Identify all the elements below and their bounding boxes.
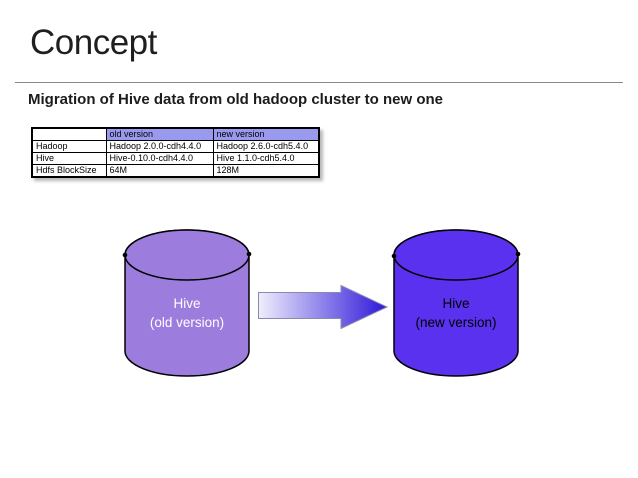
- cylinder-shape-icon: [122, 229, 252, 377]
- row-label: Hadoop: [31, 140, 107, 153]
- row-label: Hive: [31, 152, 107, 165]
- cell-new-value: Hive 1.1.0-cdh5.4.0: [212, 152, 320, 165]
- connector-dot: [391, 253, 397, 259]
- new-cylinder-label-line1: Hive: [442, 296, 470, 311]
- old-cylinder-label: Hive (old version): [123, 294, 251, 332]
- cylinder-shape-icon: [391, 229, 521, 377]
- table-header-old-version: old version: [105, 127, 214, 141]
- table-header-blank: [31, 127, 107, 141]
- cell-old-value: Hive-0.10.0-cdh4.4.0: [105, 152, 214, 165]
- connector-dot: [122, 252, 128, 258]
- title-divider: [15, 82, 623, 83]
- migration-arrow: [258, 284, 389, 330]
- table-row-hive: Hive Hive-0.10.0-cdh4.4.0 Hive 1.1.0-cdh…: [31, 152, 320, 165]
- cell-new-value: 128M: [212, 164, 320, 178]
- cell-old-value: Hadoop 2.0.0-cdh4.4.0: [105, 140, 214, 153]
- table-header-new-version: new version: [212, 127, 320, 141]
- new-cylinder-label-line2: (new version): [415, 315, 497, 330]
- old-cylinder-label-line2: (old version): [149, 315, 225, 330]
- connector-dot: [246, 251, 252, 257]
- row-label: Hdfs BlockSize: [31, 164, 107, 178]
- table-row-hdfs-blocksize: Hdfs BlockSize 64M 128M: [31, 164, 320, 178]
- subtitle: Migration of Hive data from old hadoop c…: [28, 91, 444, 108]
- new-hive-cylinder: Hive (new version): [391, 228, 521, 378]
- new-cylinder-label: Hive (new version): [392, 294, 520, 332]
- old-cylinder-label-line1: Hive: [173, 296, 201, 311]
- page-title: Concept: [30, 23, 157, 62]
- cell-new-value: Hadoop 2.6.0-cdh5.4.0: [212, 140, 320, 153]
- connector-dot: [515, 251, 521, 257]
- version-comparison-table: old version new version Hadoop Hadoop 2.…: [31, 127, 320, 178]
- cell-old-value: 64M: [105, 164, 214, 178]
- table-header-row: old version new version: [31, 127, 320, 141]
- old-hive-cylinder: Hive (old version): [122, 228, 252, 378]
- table-row-hadoop: Hadoop Hadoop 2.0.0-cdh4.4.0 Hadoop 2.6.…: [31, 140, 320, 153]
- right-arrow-icon: [258, 284, 389, 330]
